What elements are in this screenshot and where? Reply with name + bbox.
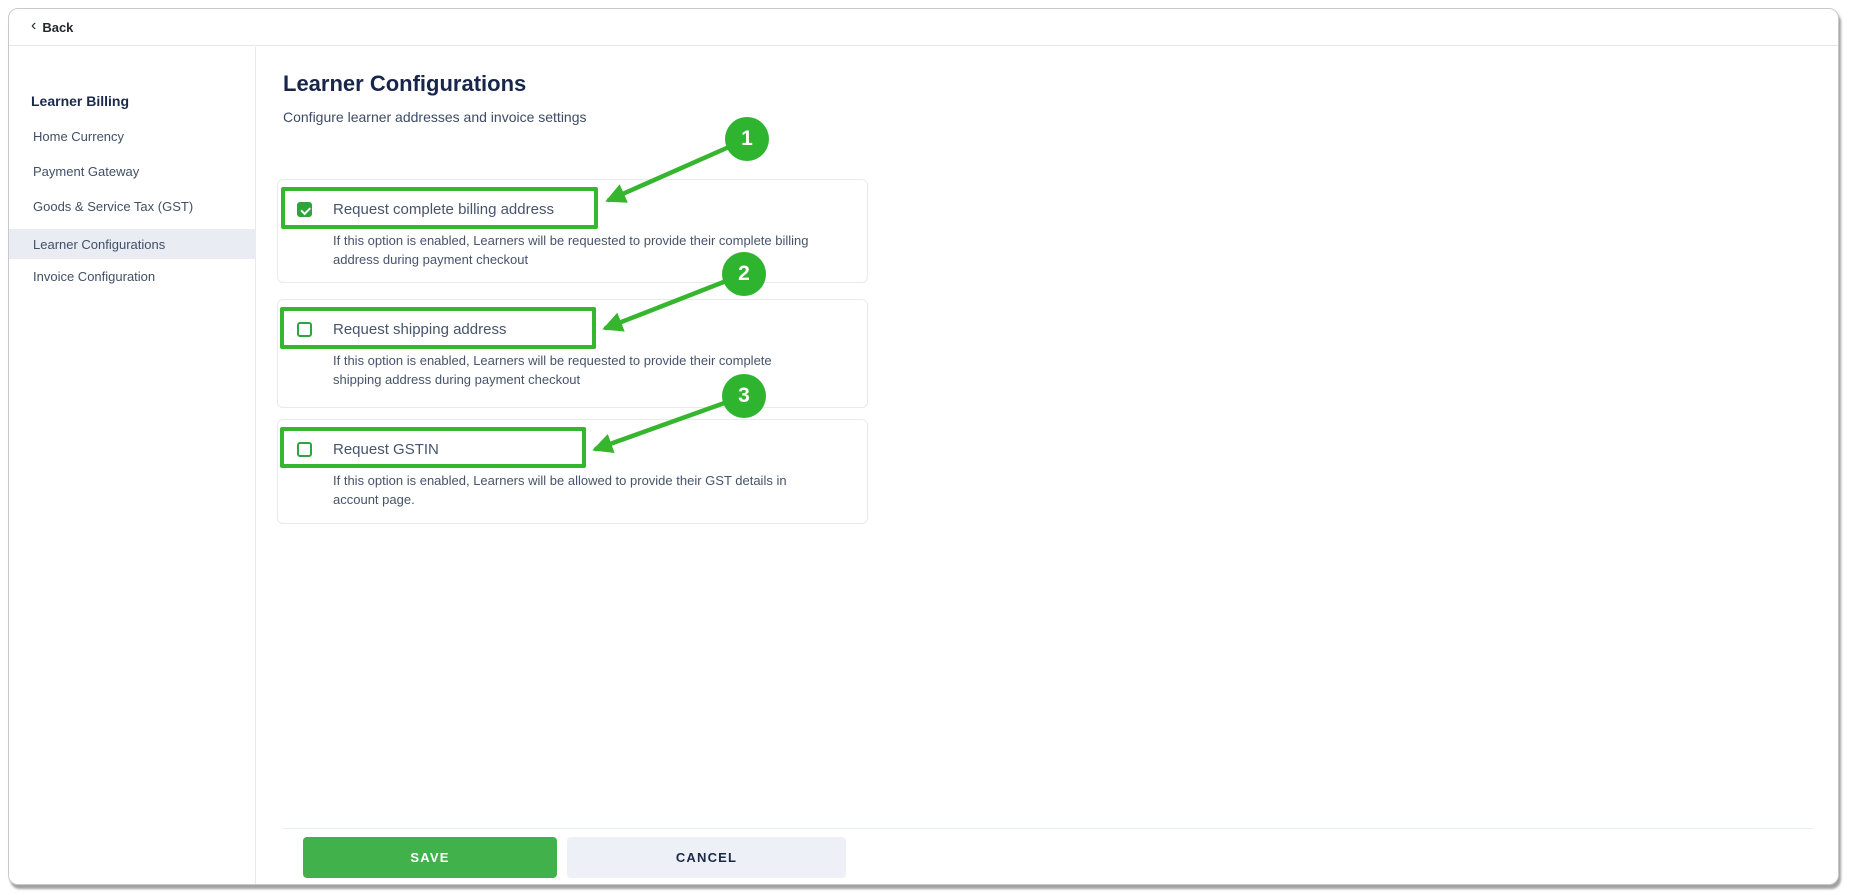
page-subtitle: Configure learner addresses and invoice … [283, 109, 587, 125]
option-label: Request GSTIN [333, 441, 439, 458]
sidebar-item-label: Learner Configurations [33, 236, 166, 252]
sidebar-title: Learner Billing [31, 93, 130, 109]
option-billing-address[interactable]: Request complete billing address [297, 201, 554, 218]
option-gstin[interactable]: Request GSTIN [297, 441, 439, 458]
annotation-highlight-3 [280, 427, 586, 468]
cancel-button[interactable]: CANCEL [567, 837, 846, 878]
sidebar-item-learner-configurations[interactable]: Learner Configurations [9, 229, 256, 259]
sidebar-item-payment-gateway[interactable]: Payment Gateway [9, 156, 256, 186]
billing-address-checkbox[interactable] [297, 202, 312, 217]
annotation-badge-2: 2 [722, 252, 766, 296]
option-card-gstin: Request GSTIN If this option is enabled,… [277, 419, 868, 524]
page-title: Learner Configurations [283, 71, 527, 96]
annotation-badge-1: 1 [725, 117, 769, 161]
sidebar-item-label: Payment Gateway [33, 163, 140, 179]
option-card-shipping-address: Request shipping address If this option … [277, 299, 868, 408]
option-description: If this option is enabled, Learners will… [333, 233, 809, 267]
option-shipping-address[interactable]: Request shipping address [297, 321, 506, 338]
sidebar-item-label: Goods & Service Tax (GST) [33, 198, 194, 214]
option-card-billing-address: Request complete billing address If this… [277, 179, 868, 283]
back-chevron-icon: ‹ [31, 17, 37, 34]
sidebar-item-gst[interactable]: Goods & Service Tax (GST) [9, 191, 256, 221]
option-description: If this option is enabled, Learners will… [333, 353, 772, 387]
sidebar: Learner Billing Home Currency Payment Ga… [9, 47, 256, 884]
save-button[interactable]: SAVE [303, 837, 557, 878]
settings-page: ‹ Back Learner Billing Home Currency Pay… [8, 8, 1839, 885]
annotation-badge-3: 3 [722, 374, 766, 418]
option-description: If this option is enabled, Learners will… [333, 473, 787, 507]
sidebar-item-invoice-configuration[interactable]: Invoice Configuration [9, 261, 256, 291]
shipping-address-checkbox[interactable] [297, 322, 312, 337]
gstin-checkbox[interactable] [297, 442, 312, 457]
option-label: Request complete billing address [333, 201, 554, 218]
sidebar-item-label: Invoice Configuration [33, 268, 156, 284]
option-label: Request shipping address [333, 321, 507, 338]
back-button[interactable]: ‹ Back [31, 17, 74, 35]
footer-divider [283, 828, 1813, 829]
top-bar: ‹ Back [9, 9, 1838, 46]
annotation-highlight-2 [280, 307, 596, 349]
back-label: Back [42, 19, 74, 35]
annotation-highlight-1 [281, 187, 598, 229]
sidebar-item-label: Home Currency [33, 128, 125, 144]
sidebar-item-home-currency[interactable]: Home Currency [9, 121, 256, 151]
